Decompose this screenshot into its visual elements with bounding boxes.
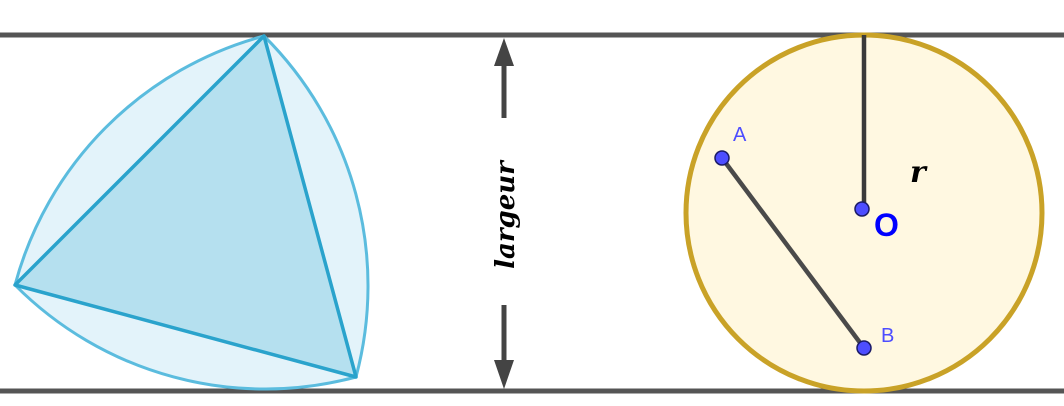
- width-arrow-down-head: [494, 360, 514, 389]
- center-label: O: [874, 207, 899, 243]
- equilateral-triangle: [13, 34, 358, 379]
- point-b: [856, 340, 872, 356]
- point-a-label: A: [733, 124, 747, 146]
- segment-ab: [720, 156, 866, 350]
- width-arrow-up-head: [494, 38, 514, 66]
- point-a: [714, 150, 730, 166]
- width-label: largeur: [491, 159, 521, 269]
- width-indicator: largeur: [491, 38, 521, 389]
- radius-label: r: [910, 155, 928, 190]
- center-point-o: [854, 201, 870, 217]
- point-b-label: B: [881, 325, 894, 347]
